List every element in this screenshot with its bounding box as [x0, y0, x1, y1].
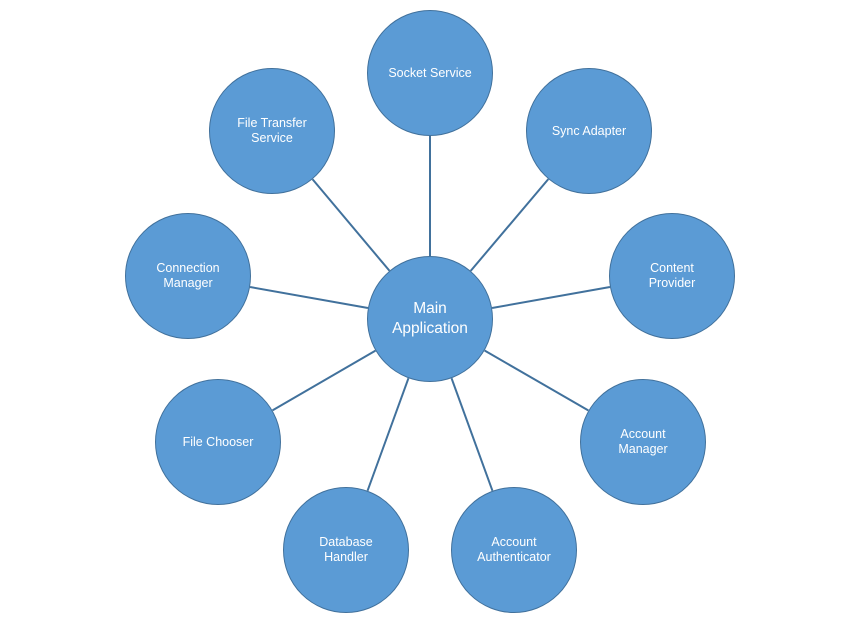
- edge-account-authenticator: [450, 377, 494, 492]
- edge-connection-manager: [249, 286, 369, 309]
- connection-manager-node-label-line: Connection: [156, 261, 220, 275]
- edge-sync-adapter: [469, 178, 550, 272]
- account-authenticator-node-label-line: Account: [491, 535, 537, 549]
- socket-service-node-label: Socket Service: [380, 66, 479, 81]
- socket-service-node: Socket Service: [367, 10, 493, 136]
- connection-manager-node-label-line: Manager: [163, 276, 213, 290]
- file-transfer-service-node-label-line: Service: [251, 131, 293, 145]
- account-manager-node-label-line: Manager: [618, 442, 668, 456]
- edge-file-transfer-service: [311, 178, 391, 272]
- database-handler-node-label-line: Handler: [324, 550, 368, 564]
- file-chooser-node-label-line: File Chooser: [182, 434, 254, 449]
- file-transfer-service-node-label-line: File Transfer: [237, 116, 307, 130]
- edge-file-chooser: [271, 349, 377, 412]
- database-handler-node-label-line: Database: [319, 535, 373, 549]
- account-authenticator-node-label-line: Authenticator: [477, 550, 551, 564]
- socket-service-node-label-line: Socket Service: [388, 65, 472, 80]
- edge-content-provider: [491, 286, 611, 309]
- edge-account-manager: [484, 349, 589, 412]
- edge-database-handler: [366, 377, 410, 492]
- file-chooser-node-label: File Chooser: [175, 435, 262, 450]
- main-application-node-label-line: Main: [413, 300, 447, 317]
- content-provider-node-label-line: Provider: [648, 276, 696, 290]
- sync-adapter-node-label: Sync Adapter: [544, 124, 634, 139]
- account-manager-node-label-line: Account: [620, 427, 666, 441]
- file-chooser-node: File Chooser: [155, 379, 281, 505]
- content-provider-node-label-line: Content: [650, 261, 694, 275]
- sync-adapter-node-label-line: Sync Adapter: [551, 123, 627, 138]
- main-application-node-label-line: Application: [392, 320, 468, 337]
- sync-adapter-node: Sync Adapter: [526, 68, 652, 194]
